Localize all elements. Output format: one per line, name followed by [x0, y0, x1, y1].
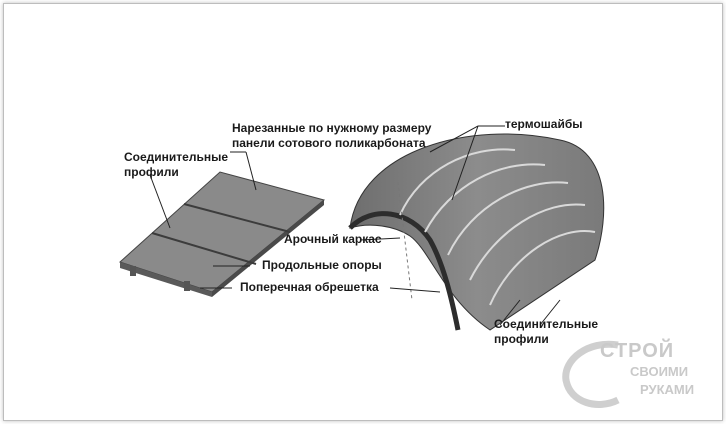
label-connecting-profiles-left-line1: Соединительные: [124, 150, 229, 164]
leader-line: [245, 151, 257, 191]
arch-rib: [399, 148, 516, 216]
label-connecting-profiles-left: Соединительные профили: [124, 150, 228, 180]
arch-rib: [469, 203, 586, 281]
arch-rib: [447, 181, 569, 256]
arch-inner-edge: [348, 211, 461, 331]
label-connecting-profiles-left-line2: профили: [124, 165, 179, 179]
label-connecting-profiles-right-line2: профили: [494, 332, 549, 346]
panel-side-edge: [212, 200, 324, 297]
arch-outer-surface: [349, 133, 605, 331]
label-cut-panels-line2: панели сотового поликарбоната: [232, 136, 426, 150]
longitudinal-support: [130, 266, 136, 276]
flat-panel-assembly: [119, 171, 326, 297]
leader-line: [389, 287, 441, 293]
dashed-guide-line: [397, 181, 413, 301]
arch-rib: [424, 163, 546, 233]
label-thermo-washers: термошайбы: [505, 117, 583, 131]
leader-line: [359, 237, 401, 241]
arch-structure: [348, 133, 605, 331]
panel-seam: [183, 203, 291, 233]
label-transverse-lathing: Поперечная обрешетка: [240, 280, 379, 294]
watermark-line2: СВОИМИ: [630, 364, 689, 379]
label-connecting-profiles-right: Соединительные профили: [494, 317, 598, 347]
arch-rib: [489, 230, 596, 306]
label-longitudinal-supports: Продольные опоры: [262, 258, 382, 272]
watermark-c-logo: [562, 340, 620, 408]
label-connecting-profiles-right-line1: Соединительные: [494, 317, 599, 331]
leader-lines: [149, 125, 561, 326]
panel-seam: [151, 232, 257, 265]
leader-line: [499, 299, 521, 326]
watermark-line3: РУКАМИ: [640, 382, 695, 397]
leader-line: [429, 125, 479, 153]
leader-line: [149, 174, 171, 229]
leader-line: [451, 125, 479, 201]
label-cut-panels-line1: Нарезанные по нужному размеру: [232, 121, 432, 135]
leader-line: [539, 299, 561, 326]
label-cut-panels: Нарезанные по нужному размеру панели сот…: [232, 121, 431, 151]
watermark-brand: СТРОЙ: [600, 340, 675, 362]
longitudinal-support: [184, 281, 190, 291]
label-arch-frame: Арочный каркас: [284, 232, 382, 246]
